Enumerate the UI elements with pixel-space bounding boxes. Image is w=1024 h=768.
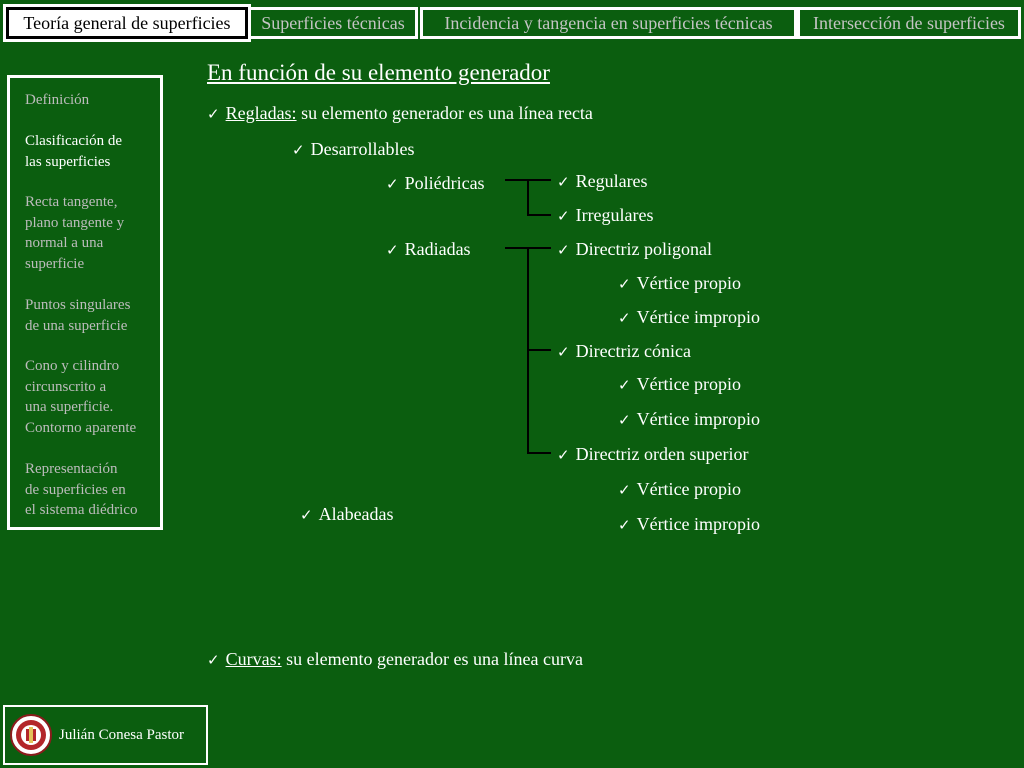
check-icon: ✓ — [618, 481, 631, 499]
directriz-poligonal-label: Directriz poligonal — [575, 239, 713, 259]
directriz-orden-superior-label: Directriz orden superior — [575, 444, 749, 464]
page-title: En función de su elemento generador — [207, 60, 550, 85]
author-footer: Julián Conesa Pastor — [3, 705, 208, 765]
top-tab-bar: Teoría general de superficies Superficie… — [3, 4, 1021, 43]
vertice-propio-label: Vértice propio — [636, 273, 742, 293]
item-vertice-propio-3: ✓ Vértice propio — [618, 478, 741, 501]
vertice-propio-label: Vértice propio — [636, 374, 742, 394]
vertice-impropio-label: Vértice impropio — [636, 514, 761, 534]
directriz-conica-label: Directriz cónica — [575, 341, 692, 361]
check-icon: ✓ — [557, 241, 570, 259]
item-vertice-impropio-3: ✓ Vértice impropio — [618, 513, 760, 536]
check-icon: ✓ — [207, 105, 220, 123]
connector-poliedricas — [505, 179, 551, 216]
sidebar-item-clasificacion[interactable]: Clasificación de las superficies — [25, 133, 123, 170]
check-icon: ✓ — [557, 343, 570, 361]
vertice-propio-label: Vértice propio — [636, 479, 742, 499]
item-desarrollables: ✓ Desarrollables — [292, 138, 415, 161]
poliedricas-label: Poliédricas — [404, 173, 485, 193]
item-regulares: ✓ Regulares — [557, 170, 648, 193]
tab-superficies-tecnicas[interactable]: Superficies técnicas — [248, 7, 418, 39]
desarrollables-label: Desarrollables — [310, 139, 415, 159]
item-alabeadas: ✓ Alabeadas — [300, 503, 394, 526]
regladas-desc: su elemento generador es una línea recta — [296, 103, 593, 123]
check-icon: ✓ — [292, 141, 305, 159]
sidebar-item-puntos-singulares[interactable]: Puntos singulares de una superficie — [25, 297, 131, 334]
item-vertice-propio-2: ✓ Vértice propio — [618, 373, 741, 396]
sidebar-item-definicion[interactable]: Definición — [25, 92, 90, 108]
item-irregulares: ✓ Irregulares — [557, 204, 654, 227]
item-directriz-conica: ✓ Directriz cónica — [557, 340, 691, 363]
connector-radiadas-vertical — [527, 248, 551, 454]
sidebar-item-recta-tangente[interactable]: Recta tangente, plano tangente y normal … — [25, 194, 125, 272]
check-icon: ✓ — [386, 175, 399, 193]
alabeadas-label: Alabeadas — [318, 504, 394, 524]
curvas-desc: su elemento generador es una línea curva — [281, 649, 583, 669]
item-vertice-propio-1: ✓ Vértice propio — [618, 272, 741, 295]
check-icon: ✓ — [618, 309, 631, 327]
item-curvas: ✓ Curvas: su elemento generador es una lí… — [207, 648, 583, 671]
sidebar-item-representacion[interactable]: Representación de superficies en el sist… — [25, 461, 138, 518]
university-seal-icon — [10, 714, 52, 756]
sidebar-item-cono-cilindro[interactable]: Cono y cilindro circunscrito a una super… — [25, 358, 137, 436]
tab-incidencia-tangencia[interactable]: Incidencia y tangencia en superficies té… — [420, 7, 797, 39]
curvas-term: Curvas: — [225, 649, 282, 669]
vertice-impropio-label: Vértice impropio — [636, 307, 761, 327]
item-vertice-impropio-1: ✓ Vértice impropio — [618, 306, 760, 329]
item-directriz-orden-superior: ✓ Directriz orden superior — [557, 443, 749, 466]
check-icon: ✓ — [618, 376, 631, 394]
check-icon: ✓ — [618, 516, 631, 534]
check-icon: ✓ — [557, 446, 570, 464]
item-radiadas: ✓ Radiadas — [386, 238, 471, 261]
item-poliedricas: ✓ Poliédricas — [386, 172, 485, 195]
check-icon: ✓ — [618, 411, 631, 429]
check-icon: ✓ — [557, 173, 570, 191]
check-icon: ✓ — [618, 275, 631, 293]
regladas-term: Regladas: — [225, 103, 297, 123]
sidebar-nav: Definición Clasificación de las superfic… — [7, 75, 163, 530]
check-icon: ✓ — [386, 241, 399, 259]
irregulares-label: Irregulares — [575, 205, 654, 225]
regulares-label: Regulares — [575, 171, 648, 191]
radiadas-label: Radiadas — [404, 239, 471, 259]
author-name: Julián Conesa Pastor — [59, 727, 184, 743]
tab-teoria-general[interactable]: Teoría general de superficies — [3, 4, 251, 42]
check-icon: ✓ — [557, 207, 570, 225]
check-icon: ✓ — [207, 651, 220, 669]
item-regladas: ✓ Regladas: su elemento generador es una … — [207, 102, 593, 125]
check-icon: ✓ — [300, 506, 313, 524]
vertice-impropio-label: Vértice impropio — [636, 409, 761, 429]
tab-interseccion[interactable]: Intersección de superficies — [797, 7, 1021, 39]
item-directriz-poligonal: ✓ Directriz poligonal — [557, 238, 712, 261]
item-vertice-impropio-2: ✓ Vértice impropio — [618, 408, 760, 431]
